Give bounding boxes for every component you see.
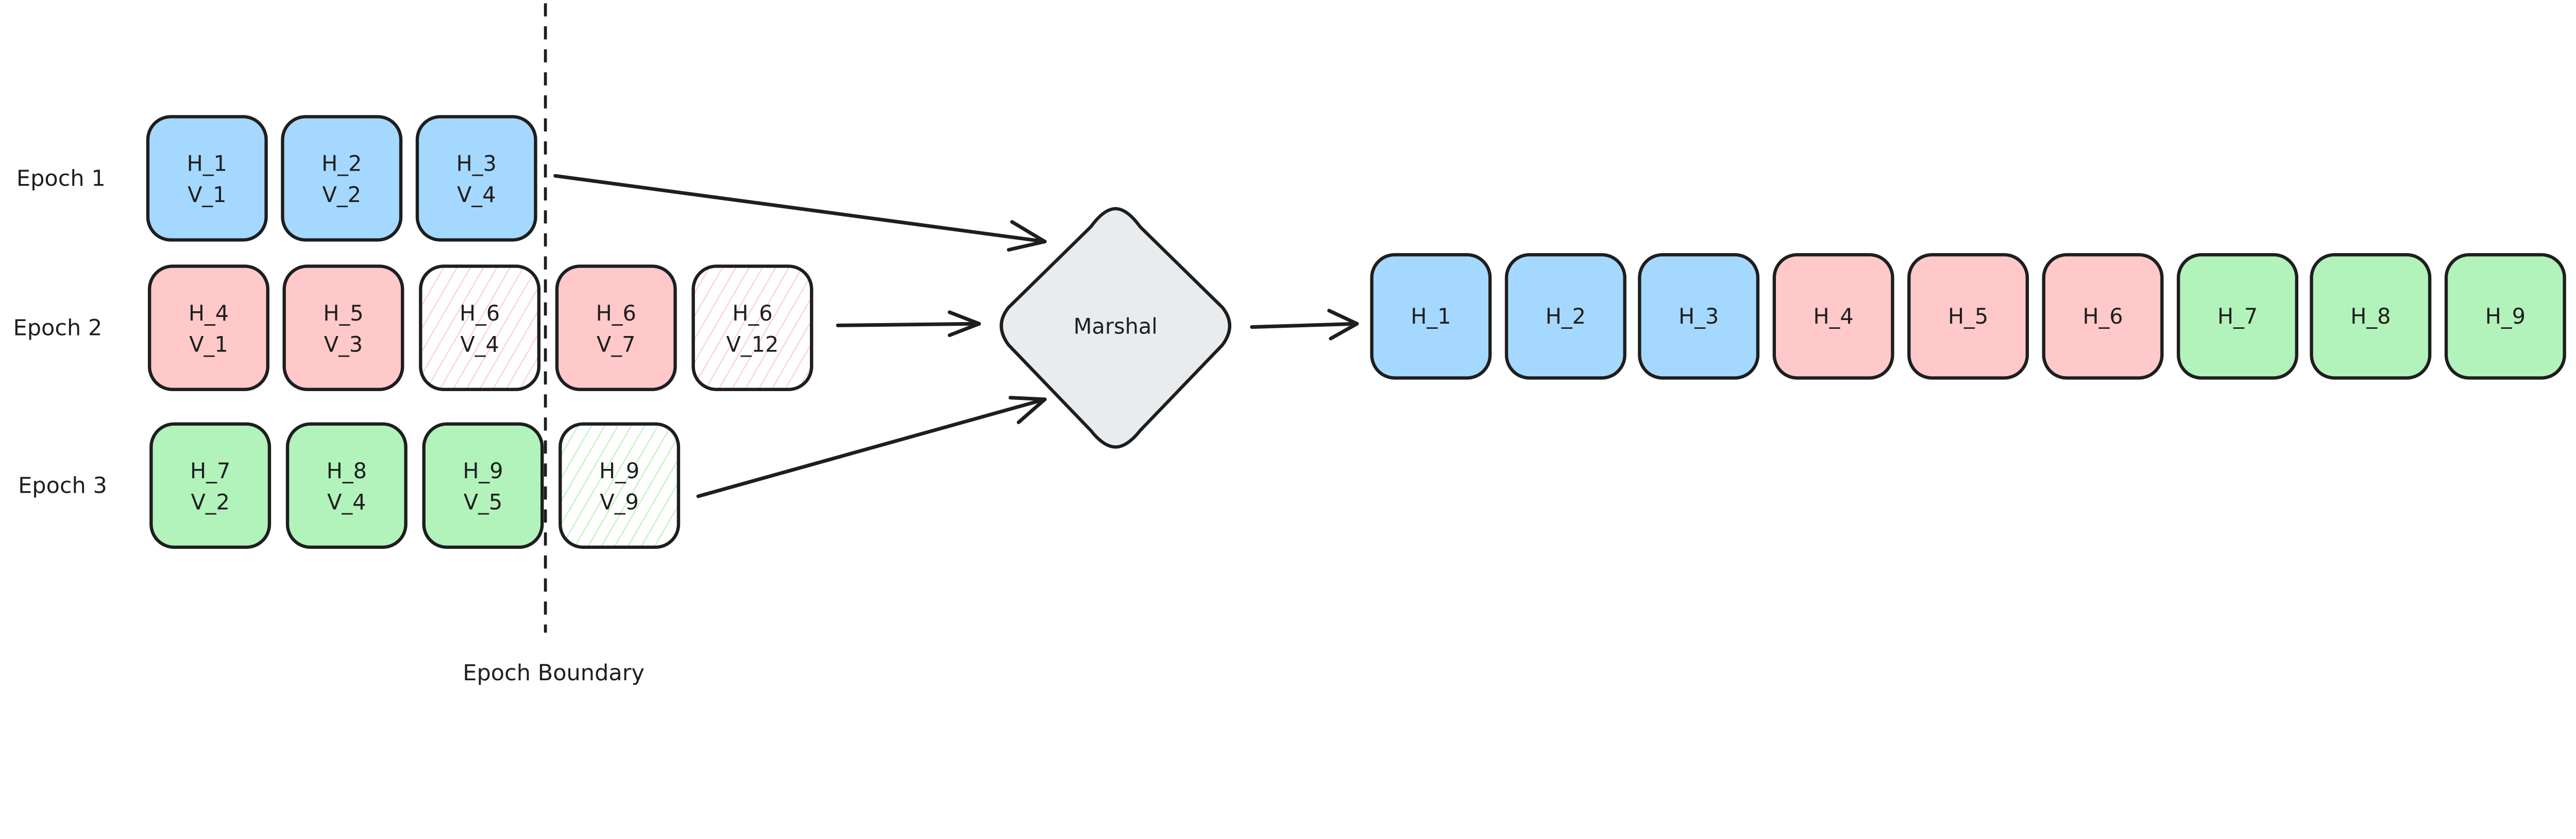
block-v-label: V_4 — [457, 182, 496, 207]
output-block: H_5 — [1907, 253, 2029, 380]
output-block-label: H_9 — [2485, 304, 2526, 329]
output-block-label: H_3 — [1679, 304, 1719, 329]
block-v-label: V_5 — [464, 490, 502, 515]
epoch-boundary-label: Epoch Boundary — [463, 660, 645, 686]
block-v-label: V_9 — [600, 490, 638, 515]
block: H_7V_2 — [149, 422, 272, 549]
block-shape — [146, 115, 268, 242]
output-block: H_9 — [2444, 253, 2566, 380]
block-hatched: H_9V_9 — [558, 422, 681, 549]
output-block: H_1 — [1370, 253, 1492, 380]
output-block-shape — [2310, 253, 2432, 380]
epoch-row-2: Epoch 2H_4V_1H_5V_3H_6V_4H_6V_7H_6V_12 — [13, 264, 814, 391]
arrow-epoch1-to-marshal — [553, 174, 1047, 252]
output-block-shape — [1772, 253, 1894, 380]
block: H_5V_3 — [282, 264, 404, 391]
block-h-label: H_6 — [460, 301, 500, 326]
block-h-label: H_8 — [327, 459, 367, 483]
block-shape — [555, 264, 677, 391]
block-h-label: H_3 — [456, 152, 497, 176]
output-block: H_6 — [2042, 253, 2164, 380]
marshal-node: Marshal — [999, 207, 1231, 449]
output-block-label: H_2 — [1546, 304, 1586, 329]
output-block-label: H_1 — [1411, 304, 1451, 329]
block-v-label: V_12 — [726, 332, 779, 357]
block-shape — [558, 422, 681, 549]
output-block-shape — [1504, 253, 1626, 380]
output-block: H_8 — [2310, 253, 2432, 380]
output-block-label: H_4 — [1814, 304, 1854, 329]
arrow-epoch3-to-marshal — [696, 396, 1047, 498]
epoch-label: Epoch 1 — [16, 165, 106, 191]
output-block: H_2 — [1504, 253, 1626, 380]
block-shape — [281, 115, 403, 242]
block-shape — [149, 422, 272, 549]
output-block-label: H_6 — [2082, 304, 2123, 329]
output-block-label: H_5 — [1948, 304, 1988, 329]
output-block: H_4 — [1772, 253, 1894, 380]
block-v-label: V_7 — [597, 332, 635, 357]
marshal-diamond — [999, 207, 1231, 449]
block: H_8V_4 — [285, 422, 408, 549]
block-shape — [285, 422, 408, 549]
block: H_6V_7 — [555, 264, 677, 391]
block: H_4V_1 — [147, 264, 269, 391]
epoch-row-1: Epoch 1H_1V_1H_2V_2H_3V_4 — [16, 115, 537, 242]
arrow-marshal-to-output — [1250, 309, 1359, 341]
block-h-label: H_6 — [596, 301, 636, 326]
block-shape — [282, 264, 404, 391]
output-block: H_7 — [2177, 253, 2299, 380]
output-block-shape — [1370, 253, 1492, 380]
output-block-label: H_7 — [2217, 304, 2258, 329]
arrow-epoch2-to-marshal — [836, 310, 981, 338]
epoch-row-3: Epoch 3H_7V_2H_8V_4H_9V_5H_9V_9 — [18, 422, 681, 549]
marshal-label: Marshal — [1074, 314, 1158, 339]
block-h-label: H_7 — [190, 459, 230, 483]
block: H_3V_4 — [415, 115, 537, 242]
block-hatched: H_6V_4 — [419, 264, 541, 391]
block-shape — [691, 264, 814, 391]
output-block-shape — [2042, 253, 2164, 380]
epoch-label: Epoch 2 — [13, 315, 103, 341]
block-v-label: V_2 — [323, 182, 361, 207]
output-row: H_1 H_2 H_3 H_4 H_5 H_6 H_7 H_8 H_9 — [1370, 253, 2566, 380]
block-shape — [147, 264, 269, 391]
block-h-label: H_9 — [599, 459, 639, 483]
block: H_9V_5 — [422, 422, 544, 549]
block-v-label: V_2 — [191, 490, 229, 515]
block-v-label: V_3 — [324, 332, 363, 357]
block-shape — [422, 422, 544, 549]
block-v-label: V_4 — [460, 332, 499, 357]
block-h-label: H_1 — [187, 152, 227, 176]
block-h-label: H_2 — [321, 152, 362, 176]
output-block-shape — [2444, 253, 2566, 380]
block-hatched: H_6V_12 — [691, 264, 814, 391]
block-h-label: H_6 — [732, 301, 772, 326]
output-block-shape — [1907, 253, 2029, 380]
block-shape — [415, 115, 537, 242]
block-h-label: H_4 — [189, 301, 229, 326]
block-h-label: H_9 — [463, 459, 503, 483]
block-v-label: V_1 — [188, 182, 226, 207]
block-v-label: V_4 — [327, 490, 366, 515]
epoch-label: Epoch 3 — [18, 473, 107, 499]
output-block-shape — [2177, 253, 2299, 380]
output-block: H_3 — [1638, 253, 1760, 380]
block-v-label: V_1 — [189, 332, 228, 357]
output-block-shape — [1638, 253, 1760, 380]
block-shape — [419, 264, 541, 391]
block: H_2V_2 — [281, 115, 403, 242]
block: H_1V_1 — [146, 115, 268, 242]
output-block-label: H_8 — [2350, 304, 2391, 329]
block-h-label: H_5 — [323, 301, 363, 326]
arrows — [553, 174, 1359, 498]
